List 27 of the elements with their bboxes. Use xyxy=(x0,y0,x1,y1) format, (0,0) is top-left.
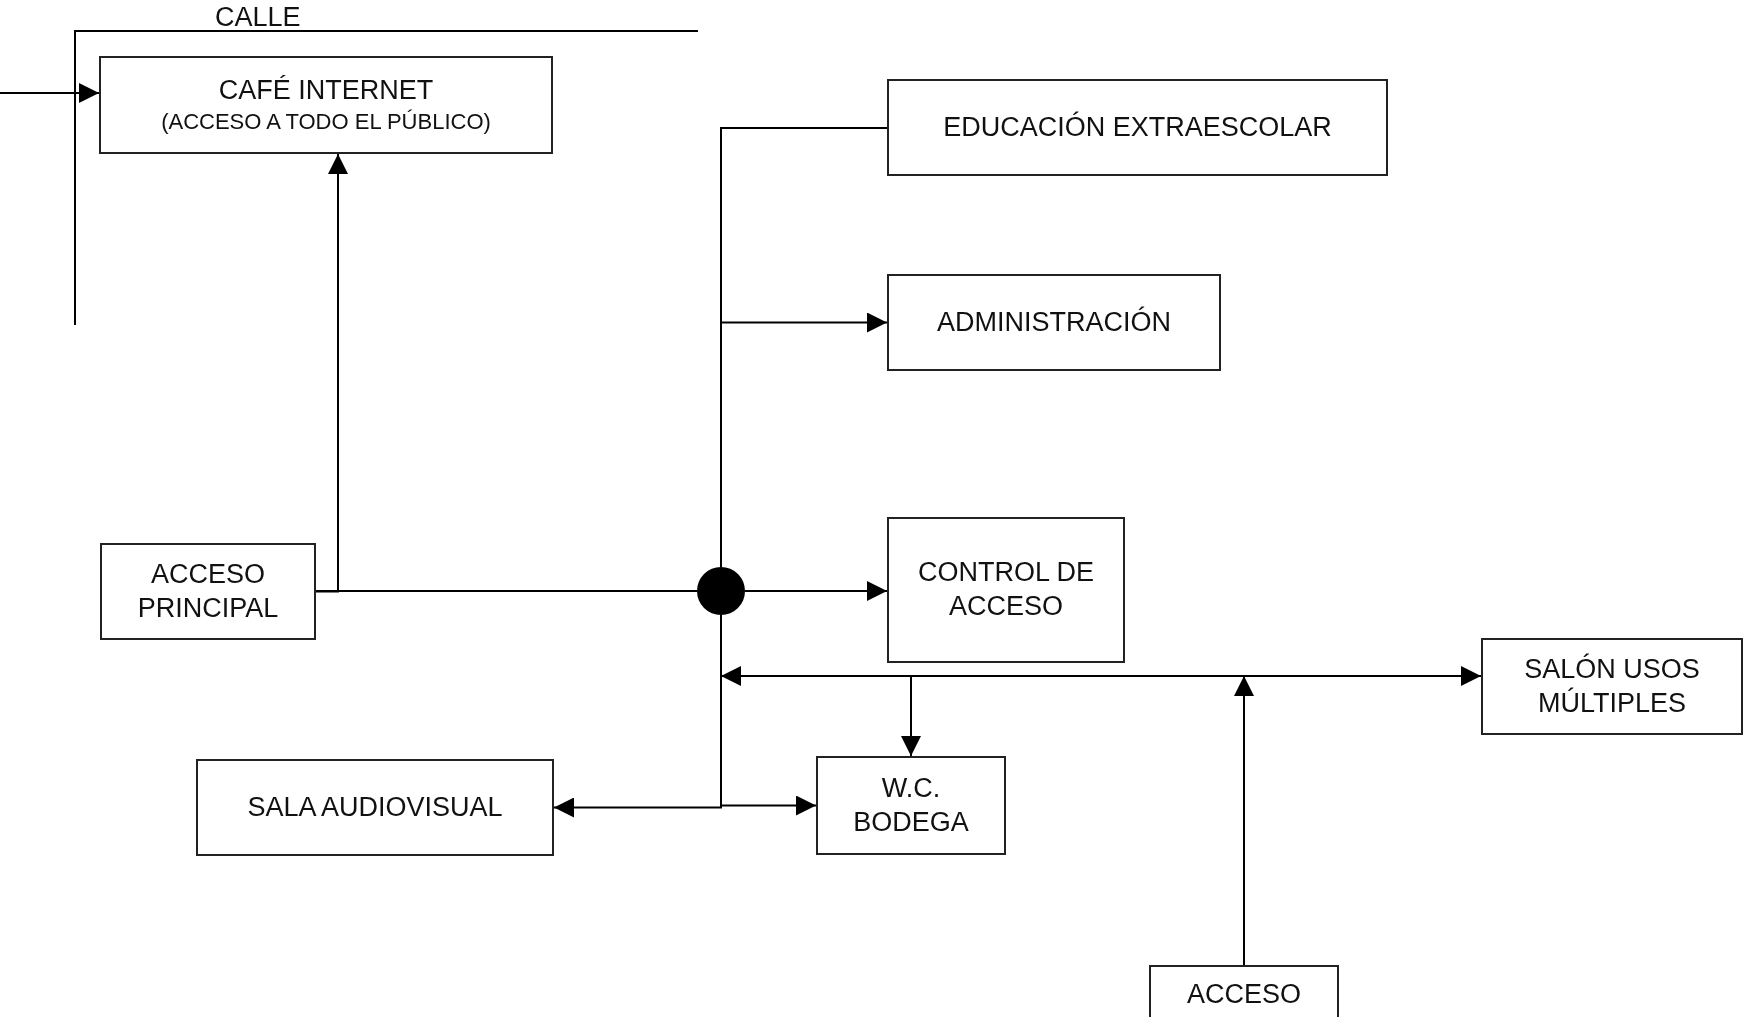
room-name: SALA AUDIOVISUAL xyxy=(246,790,504,824)
arrow xyxy=(1243,666,1482,686)
room-name: CAFÉ INTERNET xyxy=(217,74,435,108)
arrow xyxy=(744,581,888,601)
room-box xyxy=(887,274,1221,371)
arrow xyxy=(0,83,100,103)
room-note: (ACCESO A TODO EL PÚBLICO) xyxy=(160,108,492,136)
room-box xyxy=(1481,638,1743,735)
room-box xyxy=(816,756,1006,855)
arrow xyxy=(1234,675,1254,966)
room-name: EDUCACIÓN EXTRAESCOLAR xyxy=(942,110,1333,144)
room-box xyxy=(887,79,1388,176)
room-name: W.C. BODEGA xyxy=(852,771,970,839)
junction-dot xyxy=(697,567,745,615)
room-name: ADMINISTRACIÓN xyxy=(936,305,1172,339)
arrow xyxy=(315,153,348,593)
room-name: SALÓN USOS MÚLTIPLES xyxy=(1523,652,1701,720)
room-box xyxy=(196,759,554,856)
room-name: ACCESO PRINCIPAL xyxy=(136,557,280,625)
room-name: ACCESO xyxy=(1186,978,1302,1012)
room-box xyxy=(887,517,1125,663)
arrow xyxy=(720,614,817,816)
room-box xyxy=(100,543,316,640)
room-box xyxy=(1149,965,1339,1017)
street-label: CALLE xyxy=(215,2,301,33)
room-box xyxy=(99,56,553,154)
room-name: CONTROL DE ACCESO xyxy=(917,556,1095,623)
